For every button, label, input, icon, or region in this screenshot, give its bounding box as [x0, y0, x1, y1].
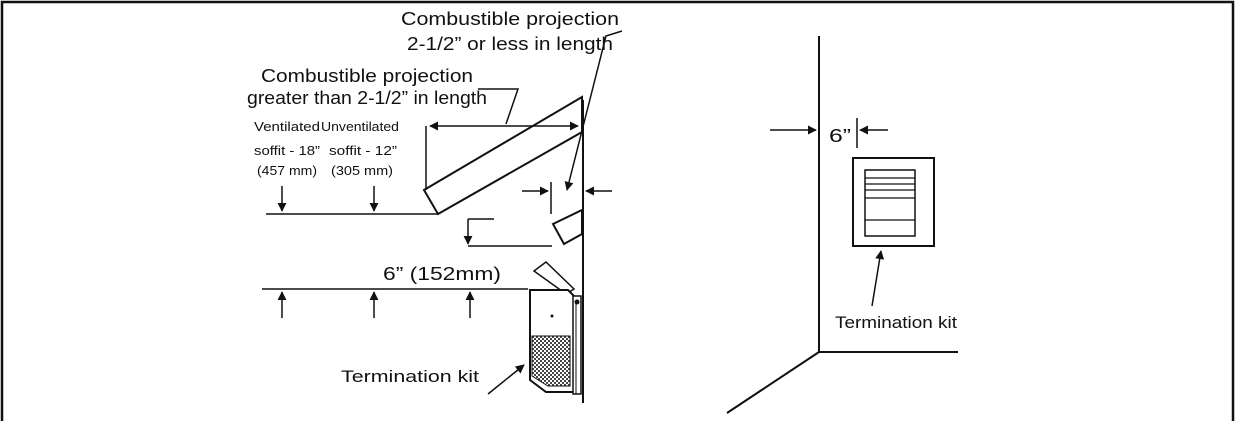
short-projection: [551, 208, 583, 246]
label-short-projection-2: 2-1/2” or less in length: [407, 34, 613, 54]
termination-kit-front: [852, 157, 935, 247]
long-proj-leader: [478, 88, 520, 125]
label-long-projection-1: Combustible projection: [261, 66, 473, 86]
label-ventilated-2: soffit - 18”: [254, 143, 320, 158]
termination-kit-leader-left: [487, 364, 525, 395]
termination-kit-side: [529, 261, 582, 395]
left-labels: Combustible projection 2-1/2” or less in…: [247, 9, 619, 386]
termination-kit-leader-right: [871, 250, 885, 307]
short-proj-leader: [564, 30, 623, 191]
label-unventilated-2: soffit - 12”: [329, 143, 397, 158]
label-long-projection-2: greater than 2-1/2” in length: [247, 88, 487, 108]
label-ventilated-1: Ventilated: [254, 119, 320, 134]
wall-corner-line: [726, 351, 820, 414]
label-unventilated-1: Unventilated: [321, 119, 399, 134]
label-ventilated-3: (457 mm): [257, 163, 317, 178]
label-unventilated-3: (305 mm): [331, 163, 393, 178]
label-termination-kit-left: Termination kit: [341, 367, 479, 386]
label-short-projection-1: Combustible projection: [401, 9, 619, 29]
label-termination-kit-right: Termination kit: [835, 313, 957, 332]
long-projection: [422, 95, 583, 216]
right-diagram: [726, 36, 958, 414]
label-side-clearance: 6”: [829, 126, 851, 146]
left-diagram: [262, 30, 623, 403]
label-clearance: 6” (152mm): [383, 264, 501, 284]
right-labels: 6” Termination kit: [829, 126, 957, 332]
